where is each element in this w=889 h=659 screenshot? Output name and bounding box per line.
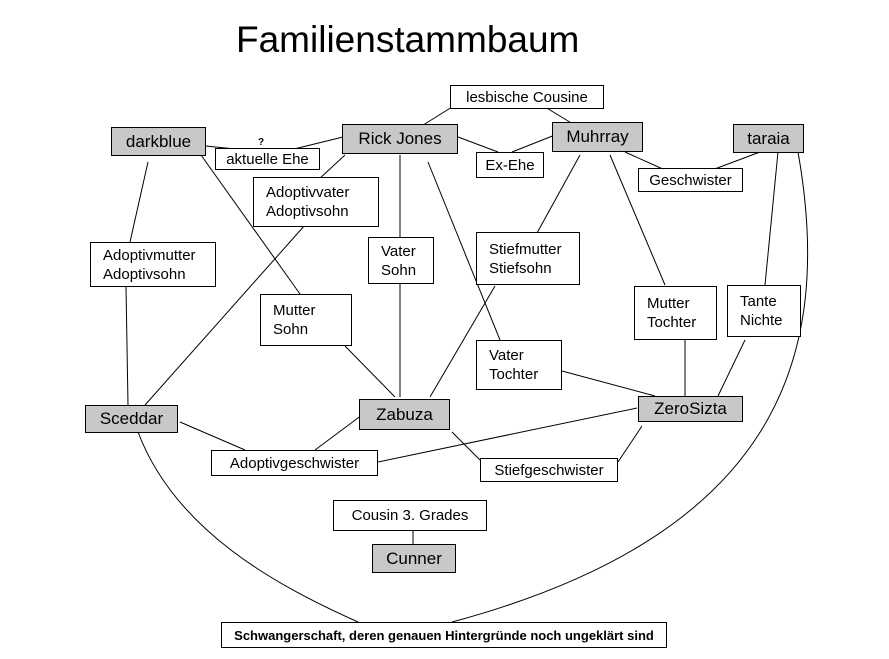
edge-sceddar-adoptivgeschwister: [179, 421, 246, 451]
relation-cousin-3-grades: Cousin 3. Grades: [333, 500, 487, 531]
edge-exehe-muhrray: [511, 134, 556, 153]
relation-line: Vater: [489, 347, 524, 364]
edge-zabuza-adoptivgeschwister: [314, 414, 363, 451]
relation-line: Sohn: [381, 261, 417, 279]
relation-vater-tochter: Vater Tochter: [476, 340, 562, 390]
edge-tante-zerosizta: [717, 339, 746, 397]
person-sceddar: Sceddar: [85, 405, 178, 433]
relation-line: Vater: [381, 242, 416, 260]
relation-lesbische-cousine: lesbische Cousine: [450, 85, 604, 109]
relation-line: Adoptivsohn: [103, 265, 186, 283]
relation-schwangerschaft: Schwangerschaft, deren genauen Hintergrü…: [221, 622, 667, 648]
edge-darkblue-adoptivmutter: [129, 161, 149, 243]
relation-geschwister: Geschwister: [638, 168, 743, 192]
relation-line: Nichte: [740, 312, 783, 329]
relation-stiefmutter-stiefsohn: Stiefmutter Stiefsohn: [476, 232, 580, 285]
relation-vater-sohn: Vater Sohn: [368, 237, 434, 284]
relation-line: Stiefmutter: [489, 240, 562, 258]
relation-ex-ehe: Ex-Ehe: [476, 152, 544, 178]
relation-mutter-sohn: Mutter Sohn: [260, 294, 352, 346]
edge-adoptivvater-sceddar: [144, 224, 306, 406]
edge-zerosizta-stiefgeschwister: [617, 425, 643, 463]
edge-muhrray-muttertochter: [609, 154, 666, 286]
person-zabuza: Zabuza: [359, 399, 450, 430]
edge-muhrray-geschwister: [624, 151, 666, 171]
edge-rick-exehe: [457, 136, 499, 153]
edge-rick-adoptivvater: [317, 154, 346, 181]
relation-line: Stiefsohn: [489, 259, 552, 277]
edge-muttersohn-zabuza: [344, 345, 396, 398]
edge-taraia-tante: [764, 151, 779, 286]
relation-line: Adoptivsohn: [266, 203, 349, 220]
edge-cousine-muhrray: [544, 106, 574, 125]
relation-line: Tante: [740, 293, 777, 310]
relation-aktuelle-ehe: aktuelle Ehe: [215, 148, 320, 170]
relation-adoptivgeschwister: Adoptivgeschwister: [211, 450, 378, 476]
person-darkblue: darkblue: [111, 127, 206, 156]
relation-line: Mutter: [273, 302, 316, 319]
diagram-title: Familienstammbaum: [236, 19, 580, 60]
person-zerosizta: ZeroSizta: [638, 396, 743, 422]
relation-line: Tochter: [489, 366, 539, 383]
relation-line: Tochter: [647, 314, 697, 331]
edge-zabuza-stiefgeschwister: [451, 431, 481, 461]
edge-geschwister-taraia: [711, 151, 761, 171]
edge-ehe-rick: [289, 136, 344, 151]
relation-stiefgeschwister: Stiefgeschwister: [480, 458, 618, 482]
person-taraia: taraia: [733, 124, 804, 153]
relation-adoptivmutter-adoptivsohn: Adoptivmutter Adoptivsohn: [90, 242, 216, 287]
relation-adoptivvater-adoptivsohn: Adoptivvater Adoptivsohn: [253, 177, 379, 227]
relation-line: Adoptivvater: [266, 184, 350, 201]
edge-adoptivmutter-sceddar: [125, 286, 129, 406]
edge-darkblue-muttersohn: [195, 147, 301, 295]
edge-stiefmutter-zabuza: [429, 285, 496, 398]
relation-tante-nichte: Tante Nichte: [727, 285, 801, 337]
person-rick-jones: Rick Jones: [342, 124, 458, 154]
relation-line: Adoptivmutter: [103, 246, 196, 264]
edge-cousine-rick: [419, 106, 453, 128]
edge-muhrray-stiefmutter: [536, 154, 581, 234]
relation-line: Sohn: [273, 321, 309, 338]
edge-adoptivgeschwister-zerosizta: [377, 407, 638, 463]
question-mark: ?: [258, 137, 265, 148]
person-muhrray: Muhrray: [552, 122, 643, 152]
person-cunner: Cunner: [372, 544, 456, 573]
relation-line: Mutter: [647, 295, 690, 312]
edge-rick-vatertochter: [427, 161, 501, 341]
relation-mutter-tochter: Mutter Tochter: [634, 286, 717, 340]
edge-taraia-schwangerschaft: [451, 151, 809, 623]
edge-sceddar-schwangerschaft: [137, 431, 359, 623]
edge-vatertochter-zerosizta: [561, 370, 656, 397]
